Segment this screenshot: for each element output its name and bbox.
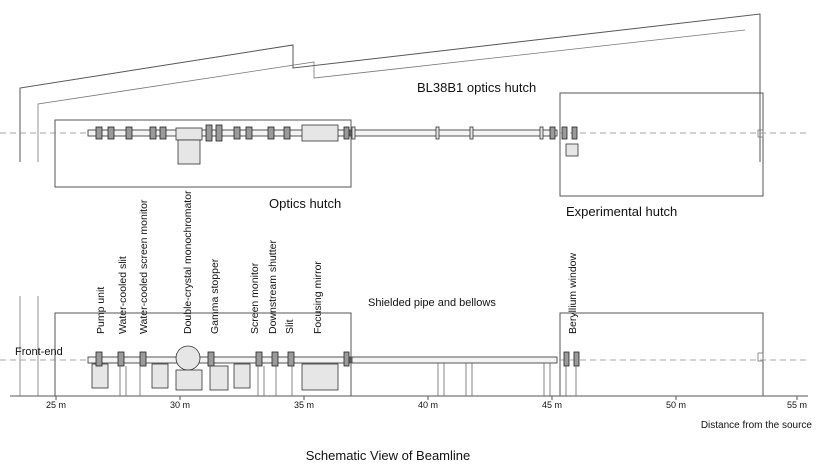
pipe-supports-side	[437, 363, 551, 396]
optics-components-side	[87, 345, 351, 396]
pipe-flanges-top	[351, 126, 544, 140]
axis-ticks	[55, 396, 798, 400]
exp-components-side	[563, 351, 580, 396]
exp-components-top	[549, 126, 579, 157]
shielded-pipe-top	[351, 129, 558, 137]
label-beryllium-window: Beryllium window	[567, 252, 579, 334]
axis-tick-labels: 25 m 30 m 35 m 40 m 45 m 50 m 55 m	[46, 400, 807, 410]
label-slit: Slit	[284, 319, 296, 334]
outer-wall	[19, 13, 761, 162]
exp-door-side	[757, 352, 764, 362]
tick-35m: 35 m	[294, 400, 314, 410]
label-downstream-shutter: Downstream shutter	[267, 240, 279, 334]
label-pump-unit: Pump unit	[95, 287, 107, 334]
label-water-cooled-screen-monitor: Water-cooled screen monitor	[138, 199, 150, 334]
component-labels: Pump unit Water-cooled slit Water-cooled…	[95, 190, 579, 334]
shielded-pipe-side	[351, 356, 558, 364]
plan-view	[0, 13, 808, 197]
tick-45m: 45 m	[542, 400, 562, 410]
tick-30m: 30 m	[170, 400, 190, 410]
label-focusing-mirror: Focusing mirror	[312, 261, 324, 334]
inner-wall	[37, 29, 746, 162]
optics-hutch-label: Optics hutch	[269, 196, 341, 211]
experimental-hutch-outline	[559, 92, 764, 197]
tick-50m: 50 m	[666, 400, 686, 410]
label-gamma-stopper: Gamma stopper	[209, 258, 221, 334]
experimental-hutch-side	[559, 312, 764, 397]
label-double-crystal-monochromator: Double-crystal monochromator	[182, 190, 194, 334]
tick-40m: 40 m	[418, 400, 438, 410]
tick-55m: 55 m	[787, 400, 807, 410]
axis-label: Distance from the source	[701, 420, 813, 431]
label-screen-monitor: Screen monitor	[249, 262, 261, 334]
side-view	[0, 296, 808, 400]
optics-components-top	[87, 124, 351, 165]
pipe-label: Shielded pipe and bellows	[368, 297, 496, 309]
label-water-cooled-slit: Water-cooled slit	[117, 256, 129, 334]
front-end-label: Front-end	[15, 346, 63, 358]
optics-hutch-outline	[54, 119, 352, 188]
bl38b1-hutch-label: BL38B1 optics hutch	[417, 80, 536, 95]
tick-25m: 25 m	[46, 400, 66, 410]
hutch-door	[757, 129, 764, 138]
caption: Schematic View of Beamline	[306, 448, 471, 463]
experimental-hutch-label: Experimental hutch	[566, 204, 677, 219]
